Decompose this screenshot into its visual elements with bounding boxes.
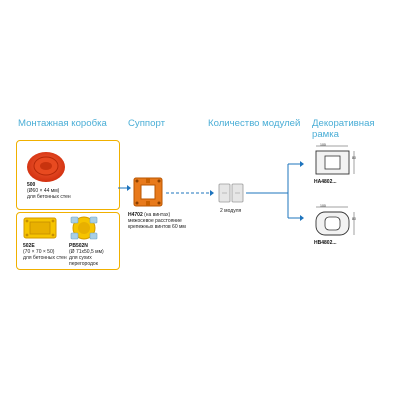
square-box-caption: 502E (70 × 70 × 50) для бетонных стен [23, 243, 67, 261]
drywall-box-caption: PB502N (Ø 71x50,5 мм) для сухих перегоро… [69, 243, 104, 267]
support-line3: крепежных винтов 60 мм [128, 224, 186, 230]
card-square-boxes: 502E (70 × 70 × 50) для бетонных стен PB… [16, 212, 120, 270]
square-box-use: для бетонных стен [23, 255, 67, 261]
drywall-box-size: (Ø 71x50,5 мм) [69, 249, 104, 255]
round-box-code: 500 [27, 182, 36, 188]
frame-square-image [315, 145, 355, 175]
modules-caption: 2 модуля [220, 208, 242, 214]
frame-1-width: 100 [320, 143, 326, 147]
frame-1-height: 80 [352, 156, 356, 160]
card-round-box: 500 (Ø60 × 44 мм) для бетонных стен [16, 140, 120, 210]
square-box-code: 502E [23, 243, 35, 249]
frame-2-code: HB4802... [314, 240, 337, 246]
heading-support: Суппорт [128, 118, 165, 129]
heading-frame-line2: рамка [312, 129, 340, 140]
frame-2-width: 100 [320, 204, 326, 208]
modules-image [218, 183, 244, 203]
support-caption: H4702 (на винтах) межосевое расстояние к… [128, 212, 186, 230]
frame-2-height: 80 [352, 217, 356, 221]
drywall-box-use1: для сухих [69, 255, 92, 261]
frame-2-code-text: HB4802... [314, 240, 337, 246]
arrow-modules-to-frames [246, 161, 304, 221]
heading-mounting-box: Монтажная коробка [18, 118, 107, 129]
round-box-size: (Ø60 × 44 мм) [27, 188, 60, 194]
heading-frame: Декоративная рамка [312, 118, 375, 140]
frame-1-code-text: HA4802... [314, 179, 337, 185]
support-code: H4702 [128, 212, 143, 218]
drywall-box-code: PB502N [69, 243, 88, 249]
drywall-box-image [70, 216, 98, 240]
round-box-caption: 500 (Ø60 × 44 мм) для бетонных стен [27, 182, 71, 200]
arrow-support-to-modules [166, 190, 214, 196]
heading-modules: Количество модулей [208, 118, 301, 129]
drywall-box-use2: перегородок [69, 261, 98, 267]
round-box-use: для бетонных стен [27, 194, 71, 200]
frame-rounded-image [315, 206, 355, 236]
support-line2: межосевое расстояние [128, 218, 182, 224]
heading-frame-line1: Декоративная [312, 118, 375, 129]
support-frame-image [133, 177, 163, 207]
round-box-image [27, 152, 65, 182]
support-note: (на винтах) [144, 212, 171, 218]
square-box-size: (70 × 70 × 50) [23, 249, 55, 255]
frame-1-code: HA4802... [314, 179, 337, 185]
support-line1: H4702 (на винтах) [128, 212, 186, 218]
square-box-image [23, 217, 57, 239]
arrow-box-to-support [118, 185, 131, 191]
